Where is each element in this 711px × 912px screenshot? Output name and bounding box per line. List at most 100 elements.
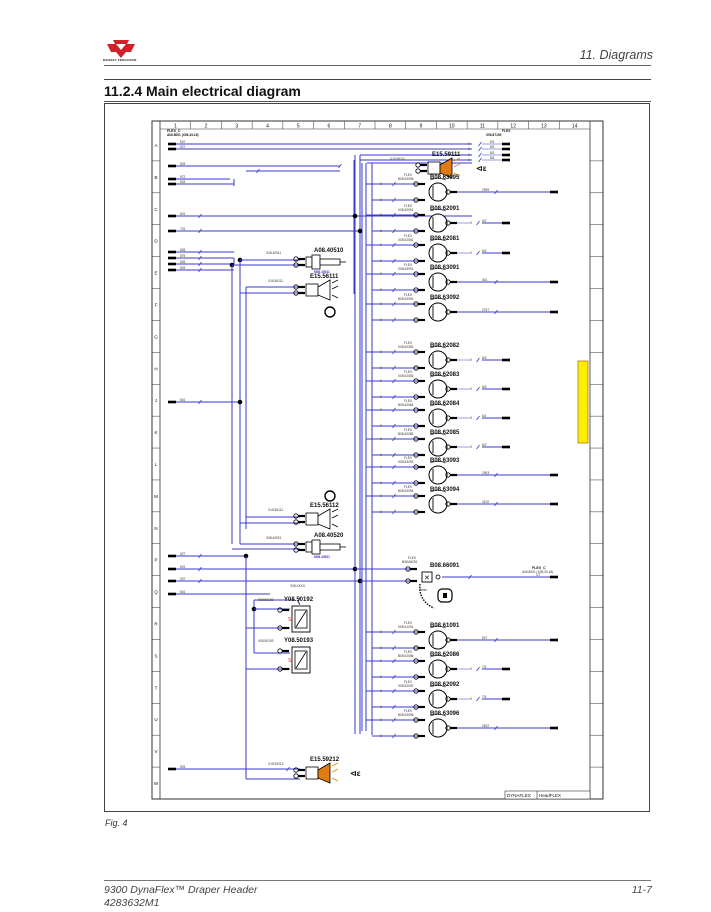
sensor-output-label: 5/2 (482, 219, 487, 223)
angle-sensor-arc (419, 583, 435, 609)
outer-border (151, 120, 604, 800)
sensor-field (429, 209, 447, 212)
sensor-field (429, 268, 447, 271)
column-label: 10 (449, 124, 455, 130)
sensor-body (428, 350, 448, 370)
right-connector-sub: X06.87100 (486, 133, 502, 137)
sensor-connector-label: X08.62082 (398, 345, 414, 349)
wire-break-mark (494, 189, 498, 195)
wire-break-mark (392, 509, 396, 515)
angle-sensor-body (421, 571, 433, 583)
valve-coil-slash (295, 610, 307, 628)
sensor-connector-label: X08.62091 (398, 208, 414, 212)
wire-label: X (468, 158, 471, 162)
wire-label: X (380, 705, 383, 709)
wire-label: X (470, 697, 473, 701)
wire-label: X (380, 734, 383, 738)
sensor-id: B08.62091 (430, 206, 460, 212)
sensor-body (428, 465, 448, 485)
wire-break-mark (392, 674, 396, 680)
wire-break-mark (494, 472, 498, 478)
section-rule-bottom (104, 101, 651, 102)
row-label: K (154, 430, 157, 435)
wire-break-mark (476, 357, 480, 363)
footer-rule (104, 880, 651, 881)
actuator-id: A08.40520 (314, 533, 344, 539)
sensor-connector-label: B08.62085 (398, 432, 414, 436)
column-label: 1 (174, 124, 177, 130)
wire-label: X (380, 494, 383, 498)
left-connector-name: FLEX_C (167, 129, 181, 133)
sensor-body (428, 243, 448, 263)
row-label: V (154, 749, 157, 754)
wire-break-mark (198, 553, 202, 559)
wire-terminal (168, 262, 176, 266)
wire-break-mark (198, 213, 202, 219)
wire-break-mark (198, 566, 202, 572)
lamp-housing (317, 762, 331, 784)
wiring (168, 141, 558, 780)
column-label: 3 (235, 124, 238, 130)
light-ray (331, 508, 339, 513)
actuator-id: A08.40510 (314, 248, 344, 254)
wire-label: X (380, 318, 383, 322)
sensor-output-label: 6/3 (482, 356, 487, 360)
actuator-connector-label: X08.40521 (266, 536, 282, 540)
wire-label: X (470, 667, 473, 671)
wire-break-mark (338, 163, 342, 169)
sensor-field (429, 490, 447, 493)
wire-label: 626 (180, 248, 186, 252)
wire-terminal (168, 400, 176, 404)
row-label: F (155, 302, 158, 307)
wire-break-mark (392, 423, 396, 429)
sensor-id: B08.62092 (430, 682, 460, 688)
wire-label: X (380, 182, 383, 186)
row-label: A (154, 143, 157, 148)
row-label: D (154, 239, 158, 244)
wire-terminal (550, 726, 558, 730)
section-title: 11.2.4 Main electrical diagram (104, 83, 301, 99)
sensor-connector-label: B08.63092 (398, 297, 414, 301)
wire-terminal (502, 667, 510, 671)
wire-terminal (168, 767, 176, 771)
wire-break-mark (392, 704, 396, 710)
junction-dot (237, 399, 243, 405)
actuator-body (311, 539, 321, 555)
row-label: Q (154, 590, 158, 595)
wire-break-mark (392, 394, 396, 400)
valve-marker: S (288, 617, 292, 623)
wire-label: X (468, 147, 471, 151)
valve-coil-slash (295, 651, 307, 669)
lamp-indicator-icon (324, 306, 336, 318)
sensor-id: B08.63092 (430, 295, 460, 301)
sensor-id: B08.63091 (430, 265, 460, 271)
title-block-project: DYNAFLEX (507, 793, 531, 798)
wire-label: X (380, 213, 383, 217)
sensor-id: B08.62084 (430, 401, 460, 407)
row-label: C (154, 207, 158, 212)
column-label: 8 (389, 124, 392, 130)
wire-break-mark (286, 766, 290, 772)
wire-break-mark (476, 666, 480, 672)
sensor-body (428, 213, 448, 233)
wire-label: X (380, 630, 383, 634)
sensor-connector-label: B08.63094 (398, 489, 414, 493)
light-symbol-icon: ⊲ε (350, 769, 361, 778)
sensor-connector-type: FLEX (404, 485, 413, 489)
wire-label: 601 (180, 565, 186, 569)
wire-terminal (168, 256, 176, 260)
sensor-id: B08.63093 (430, 458, 460, 464)
lamp-housing (317, 279, 331, 301)
junction-dot (251, 606, 257, 612)
column-label: 12 (510, 124, 516, 130)
sensor-body (428, 494, 448, 514)
sensor-id: B08.62085 (430, 430, 460, 436)
sensor-connector-type: FLEX (404, 341, 413, 345)
light-ray (331, 762, 339, 767)
wire-break-mark (392, 181, 396, 187)
wire-label: 537 (180, 577, 186, 581)
footer-code: 4283632M1 (104, 897, 160, 909)
wire-terminal (168, 147, 176, 151)
sensor-connector-label: X08.62092 (398, 684, 414, 688)
